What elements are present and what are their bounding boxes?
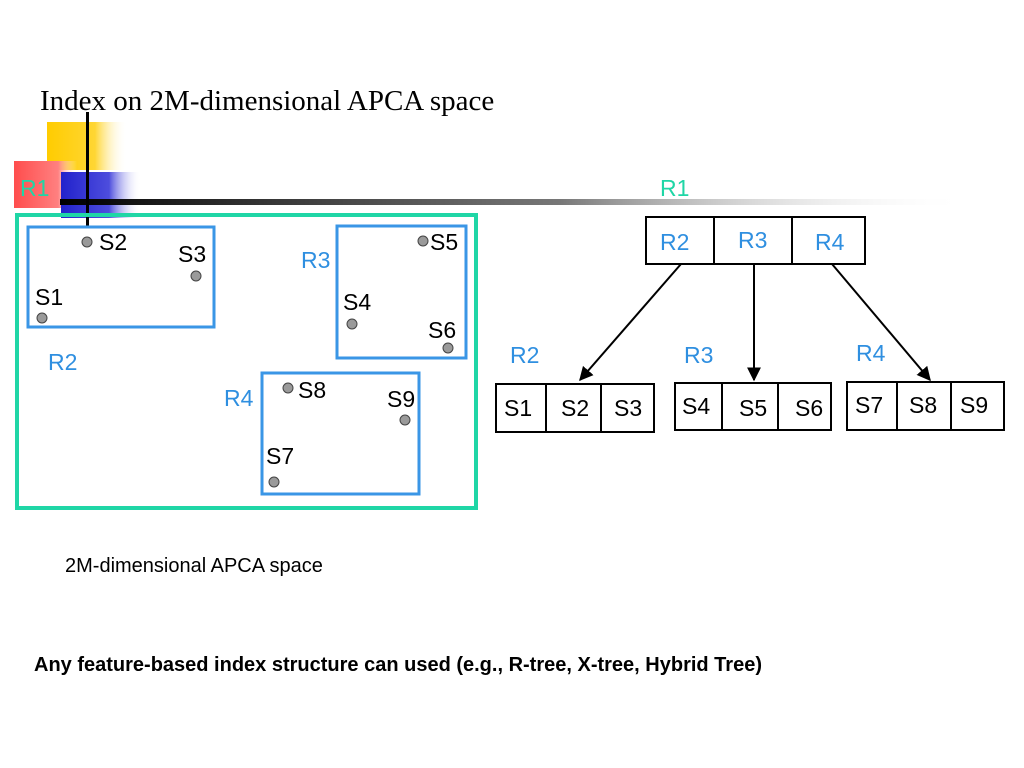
leaf-entry-s4: S4 <box>682 393 710 419</box>
leaf-entry-s3: S3 <box>614 395 642 421</box>
header-decoration <box>14 112 970 228</box>
point-s6 <box>442 342 454 354</box>
point-s7 <box>268 476 280 488</box>
leaf-entry-s8: S8 <box>909 392 937 418</box>
region-r3-label: R3 <box>301 247 330 273</box>
point-s5 <box>417 235 429 247</box>
leaf-r3-label: R3 <box>684 342 713 368</box>
space-caption: 2M-dimensional APCA space <box>65 555 323 577</box>
leaf-r3-box <box>674 382 832 431</box>
region-r1-box <box>15 213 478 510</box>
leaf-entry-s7: S7 <box>855 392 883 418</box>
leaf-r4-box <box>846 381 1005 431</box>
region-r2-box <box>26 225 216 329</box>
page-title: Index on 2M-dimensional APCA space <box>40 85 494 117</box>
point-s9-label: S9 <box>387 386 415 412</box>
region-r2-label: R2 <box>48 349 77 375</box>
point-s3-label: S3 <box>178 241 206 267</box>
edge-root-to-r2 <box>579 263 682 382</box>
point-s1 <box>36 312 48 324</box>
root-entry-r2: R2 <box>660 229 689 255</box>
point-s5-label: S5 <box>430 229 458 255</box>
point-s2-label: S2 <box>99 229 127 255</box>
point-s7-label: S7 <box>266 443 294 469</box>
leaf-r4-label: R4 <box>856 340 886 366</box>
tree-root-node: R2 R3 R4 <box>645 216 866 265</box>
region-r4-box <box>260 371 421 496</box>
leaf-entry-s2: S2 <box>561 395 589 421</box>
leaf-entry-s5: S5 <box>739 395 767 421</box>
blue-block <box>61 172 141 218</box>
leaf-node-r2: S1 S2 S3 <box>495 383 655 433</box>
region-r1-label: R1 <box>20 175 49 201</box>
leaf-entry-s9: S9 <box>960 392 988 418</box>
point-s4 <box>346 318 358 330</box>
point-s4-label: S4 <box>343 289 371 315</box>
leaf-node-r3: S4 S5 S6 <box>674 382 832 431</box>
apca-space-panel: R1 R2 S2 S3 S1 R3 S5 S4 S6 R4 S8 S9 S7 <box>15 175 478 510</box>
vertical-rule <box>86 112 89 228</box>
tree-root-label: R1 <box>660 175 689 201</box>
index-structure-note: Any feature-based index structure can us… <box>34 654 762 676</box>
leaf-r2-label: R2 <box>510 342 539 368</box>
root-node-box <box>645 216 866 265</box>
root-entry-r4: R4 <box>815 229 845 255</box>
leaf-r2-box <box>495 383 655 433</box>
point-s8 <box>282 382 294 394</box>
point-s2 <box>81 236 93 248</box>
root-entry-r3: R3 <box>738 227 767 253</box>
region-r4-label: R4 <box>224 385 254 411</box>
header-rule <box>60 199 970 205</box>
leaf-node-r4: S7 S8 S9 <box>846 381 1005 431</box>
index-tree: R1 R2 R3 R4 R2 S1 S2 S3 R3 S4 <box>495 175 1005 433</box>
point-s9 <box>399 414 411 426</box>
region-r3-box <box>335 224 468 360</box>
edge-root-to-r4 <box>831 263 931 382</box>
point-s1-label: S1 <box>35 284 63 310</box>
point-s8-label: S8 <box>298 377 326 403</box>
point-s6-label: S6 <box>428 317 456 343</box>
point-s3 <box>190 270 202 282</box>
leaf-entry-s1: S1 <box>504 395 532 421</box>
leaf-entry-s6: S6 <box>795 395 823 421</box>
